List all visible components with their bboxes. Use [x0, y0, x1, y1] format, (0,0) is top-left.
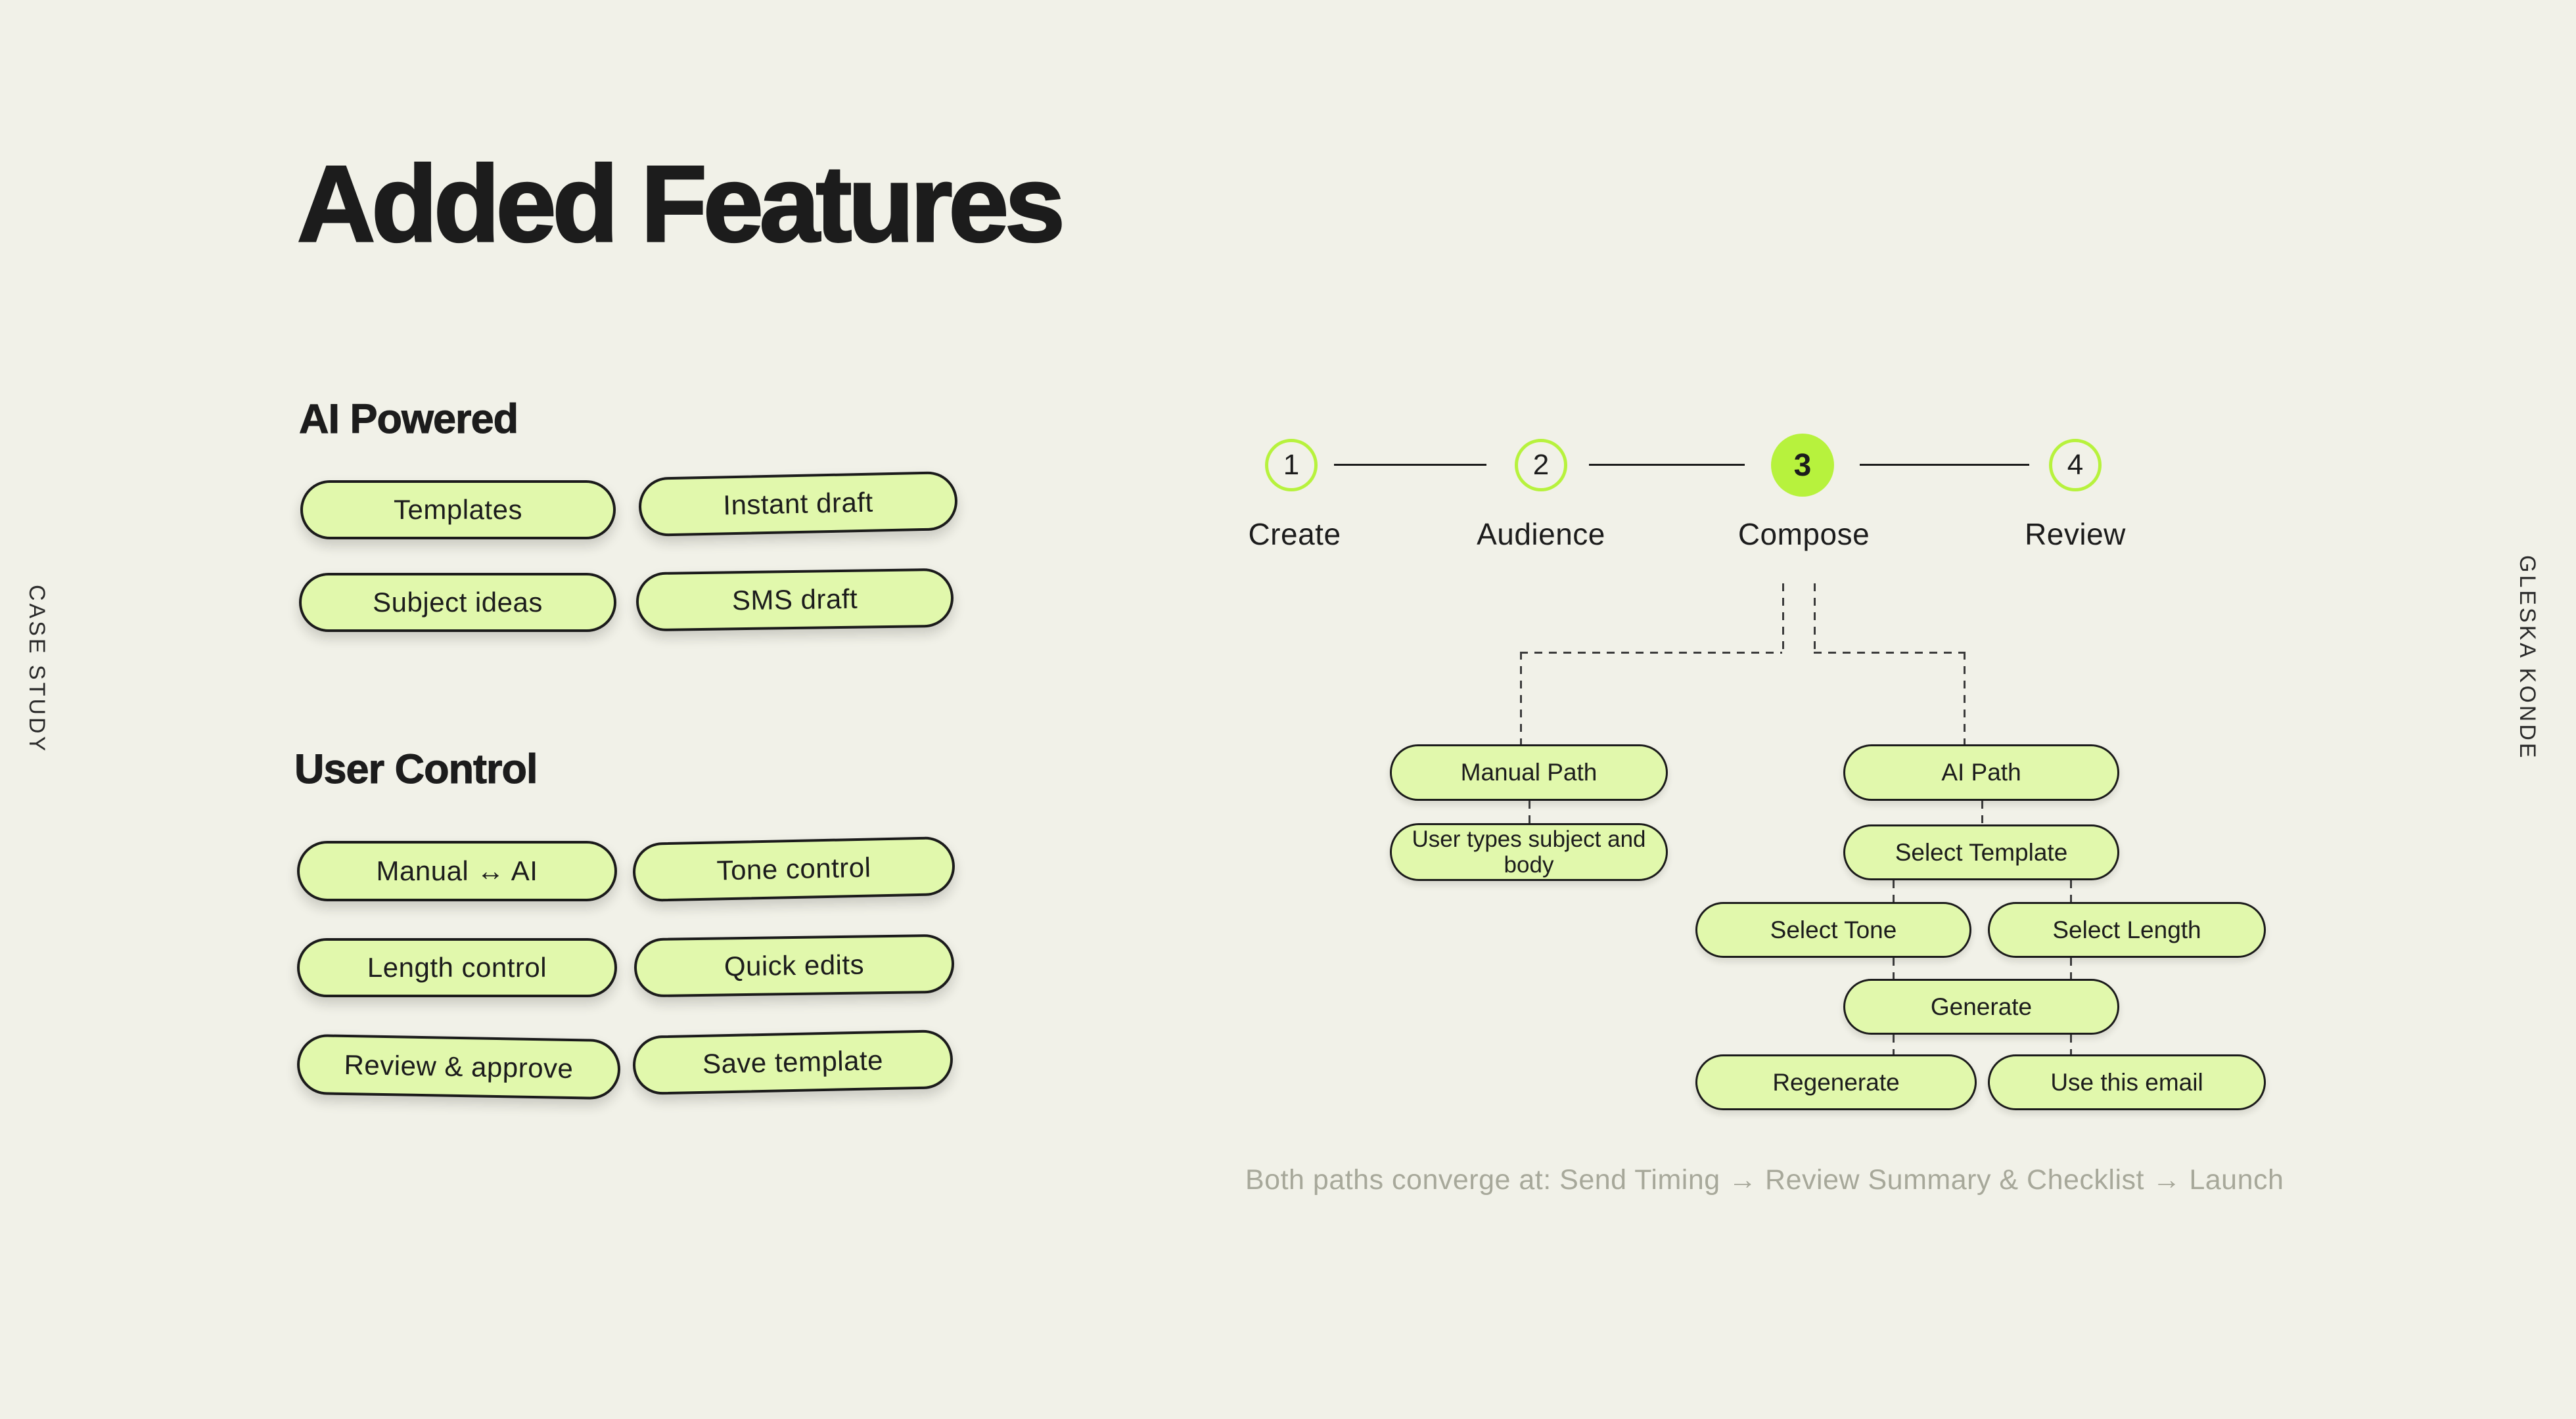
stepper-line-1: [1334, 464, 1486, 466]
flow-node-select-length: Select Length: [1988, 902, 2266, 958]
connector-generate-to-use-email: [2070, 1035, 2072, 1054]
step-circle-compose-active: 3: [1771, 434, 1834, 497]
section-heading-ai-powered: AI Powered: [298, 396, 518, 443]
connector-template-to-tone: [1893, 880, 1895, 902]
pill-sms-draft: SMS draft: [635, 568, 954, 632]
connector-length-to-generate: [2070, 958, 2072, 979]
pill-quick-edits: Quick edits: [633, 934, 955, 998]
step-label-audience: Audience: [1477, 517, 1605, 551]
connector-manual-to-step: [1529, 801, 1530, 823]
pill-templates: Templates: [300, 480, 616, 539]
step-label-compose: Compose: [1737, 517, 1870, 551]
connector-ai-to-template: [1981, 801, 1983, 824]
pill-save-template: Save template: [632, 1029, 954, 1096]
flow-node-use-this-email: Use this email: [1988, 1054, 2266, 1110]
connector-template-to-length: [2070, 880, 2072, 902]
connector-to-manual-path: [1520, 652, 1522, 744]
pill-length-control: Length control: [297, 938, 617, 997]
flow-node-user-types: User types subject and body: [1390, 823, 1668, 881]
flow-node-generate: Generate: [1843, 979, 2119, 1035]
pill-instant-draft: Instant draft: [638, 470, 958, 537]
flow-node-select-tone: Select Tone: [1695, 902, 1971, 958]
side-label-author: GLESKA KONDE: [2515, 555, 2540, 761]
flow-node-ai-path: AI Path: [1843, 744, 2119, 801]
connector-tone-to-generate: [1893, 958, 1895, 979]
stepper-line-3: [1860, 464, 2029, 466]
pill-manual-ai-toggle: Manual ↔ AI: [297, 841, 617, 901]
connector-generate-to-regenerate: [1893, 1035, 1895, 1054]
step-circle-create: 1: [1265, 439, 1318, 491]
pill-review-approve: Review & approve: [296, 1033, 621, 1100]
step-label-create: Create: [1248, 517, 1341, 551]
connector-branch-left: [1520, 652, 1782, 654]
pill-tone-control: Tone control: [632, 836, 955, 903]
side-label-case-study: CASE STUDY: [24, 585, 49, 754]
convergence-note: Both paths converge at: Send Timing → Re…: [1245, 1164, 2284, 1196]
stepper-line-2: [1589, 464, 1745, 466]
connector-branch-right: [1814, 652, 1964, 654]
connector-compose-down-right: [1814, 583, 1816, 652]
pill-subject-ideas: Subject ideas: [299, 573, 616, 632]
section-heading-user-control: User Control: [294, 746, 539, 793]
flow-node-select-template: Select Template: [1843, 824, 2119, 880]
flow-node-regenerate: Regenerate: [1695, 1054, 1977, 1110]
flow-node-manual-path: Manual Path: [1390, 744, 1668, 801]
page-title: Added Features: [296, 143, 1067, 264]
step-circle-review: 4: [2049, 439, 2102, 491]
step-circle-audience: 2: [1515, 439, 1567, 491]
connector-to-ai-path: [1964, 652, 1966, 744]
connector-compose-down-left: [1782, 583, 1784, 652]
step-label-review: Review: [2025, 517, 2126, 551]
